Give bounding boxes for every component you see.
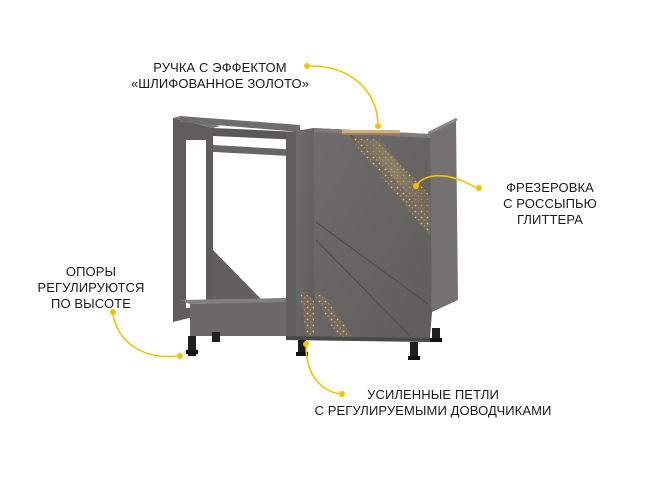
legs-target-dot <box>177 353 183 359</box>
handle-callout-line <box>309 65 379 127</box>
milling-dot <box>476 185 482 191</box>
handle <box>342 130 400 135</box>
bottom-base <box>286 336 430 342</box>
handle-callout-line-1: РУЧКА С ЭФФЕКТОМ <box>153 60 287 75</box>
top-rail <box>180 116 300 140</box>
callout-lines <box>112 65 477 395</box>
handle-target-dot <box>375 123 381 129</box>
handle-dot <box>304 63 310 69</box>
milling-target-dot <box>413 183 419 189</box>
hinges-callout-line-1: УСИЛЕННЫЕ ПЕТЛИ <box>367 387 499 402</box>
milling-callout-line-2: С РОССЫПЬЮ <box>503 196 597 211</box>
hinges-target-dot <box>303 341 309 347</box>
hinges-callout-label: УСИЛЕННЫЕ ПЕТЛИ С РЕГУЛИРУЕМЫМИ ДОВОДЧИК… <box>288 387 578 419</box>
left-door <box>286 128 348 338</box>
legs-callout-line-3: ПО ВЫСОТЕ <box>51 296 131 311</box>
handle-callout-line-2: «ШЛИФОВАННОЕ ЗОЛОТО» <box>130 76 310 91</box>
inner-structure <box>180 145 300 336</box>
callout-dots <box>110 63 482 397</box>
legs-dot <box>110 309 116 315</box>
handle-callout-label: РУЧКА С ЭФФЕКТОМ «ШЛИФОВАННОЕ ЗОЛОТО» <box>100 60 340 92</box>
legs-callout-line-1: ОПОРЫ <box>65 264 117 279</box>
legs-callout-label: ОПОРЫ РЕГУЛИРУЮТСЯ ПО ВЫСОТЕ <box>6 264 176 312</box>
adjustable-legs <box>186 328 442 360</box>
milling-callout-label: ФРЕЗЕРОВКА С РОССЫПЬЮ ГЛИТТЕРА <box>470 180 630 228</box>
hinges-callout-line <box>305 345 341 395</box>
left-side-panel <box>173 116 220 322</box>
legs-callout-line <box>112 314 179 358</box>
milling-callout-line-1: ФРЕЗЕРОВКА <box>506 180 594 195</box>
hinges-dot <box>339 391 345 397</box>
milling-callout-line-3: ГЛИТТЕРА <box>516 212 583 227</box>
legs-callout-line-2: РЕГУЛИРУЮТСЯ <box>37 280 145 295</box>
hinges-callout-line-2: С РЕГУЛИРУЕМЫМИ ДОВОДЧИКАМИ <box>314 403 552 418</box>
milling-callout-line <box>415 175 477 189</box>
right-side-panel <box>428 118 458 312</box>
main-door <box>314 128 432 338</box>
